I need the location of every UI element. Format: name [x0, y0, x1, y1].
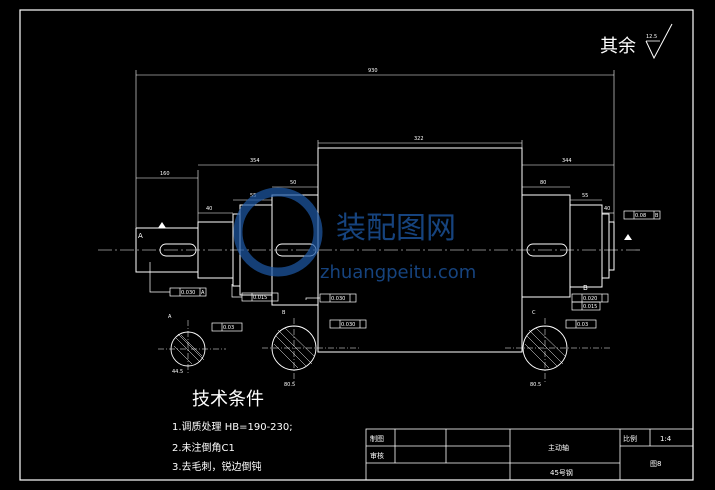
tolerance-values: 0.030 0.015 0.030 0.020 0.015 0.08 0.03 … [181, 213, 659, 331]
section-a-label: A [168, 314, 172, 320]
datum-markers: A B [138, 222, 632, 292]
section-a-dim: 44.5 [172, 369, 183, 375]
datum-b-label: B [583, 284, 588, 292]
tech-title: 技术条件 [192, 389, 264, 410]
datum-ref-2: B [655, 213, 659, 219]
dim-right-small-b: 55 [582, 193, 588, 199]
dimension-texts: 930 160 354 322 344 40 55 50 80 55 40 [160, 68, 610, 212]
material: 45号钢 [550, 468, 573, 477]
datum-ref-1: A [201, 290, 205, 296]
section-c-label: C [532, 310, 536, 316]
section-c-dim: 80.5 [530, 382, 541, 388]
section-a: A 44.5 [158, 314, 226, 375]
tol-4: 0.020 [583, 296, 597, 302]
dim-right-small-a: 80 [540, 180, 546, 186]
watermark-cn: 装配图网 [336, 211, 456, 246]
dim-left-small-a: 40 [206, 206, 212, 212]
shaft-body [135, 147, 615, 353]
part-name: 主动轴 [548, 443, 569, 452]
section-b-dim: 80.5 [284, 382, 295, 388]
scale-label: 比例 [623, 434, 637, 443]
watermark: 装配图网 zhuangpeitu.com [233, 187, 476, 283]
drawing-frame [19, 9, 694, 481]
keyway-left [159, 243, 197, 257]
dimension-lines [135, 70, 615, 228]
tol-5: 0.015 [583, 304, 597, 310]
section-b: B 80.5 [262, 310, 360, 388]
dim-right-small-c: 40 [604, 206, 610, 212]
tol-7: 0.03 [223, 325, 234, 331]
dim-left-small-c: 50 [290, 180, 296, 186]
tol-1: 0.030 [181, 290, 195, 296]
finish-roughness-value: 12.5 [646, 34, 657, 40]
tol-9: 0.03 [577, 322, 588, 328]
watermark-en: zhuangpeitu.com [320, 262, 476, 283]
dim-left-mid: 354 [250, 158, 260, 164]
tech-requirements: 技术条件 1.调质处理 HB=190-230; 2.未注倒角C1 3.去毛刺，锐… [172, 389, 293, 473]
tech-item-3: 3.去毛刺，锐边倒钝 [172, 460, 262, 473]
title-block-text: 制图 审核 主动轴 45号钢 比例 1:4 图8 [370, 434, 672, 477]
scale-value: 1:4 [660, 435, 672, 443]
dim-center: 322 [414, 136, 424, 142]
dim-left-step: 160 [160, 171, 170, 177]
keyway-right [526, 243, 568, 257]
dim-overall-length: 930 [368, 68, 378, 74]
surface-finish-symbol: 其余 12.5 [600, 23, 673, 60]
section-c: C 80.5 [505, 310, 610, 388]
section-b-label: B [282, 310, 286, 316]
title-block [365, 428, 694, 481]
datum-a-label: A [138, 232, 143, 240]
tol-3: 0.030 [331, 296, 345, 302]
tech-item-2: 2.未注倒角C1 [172, 441, 235, 454]
tol-2: 0.015 [253, 295, 267, 301]
dim-right-mid: 344 [562, 158, 572, 164]
tol-6: 0.08 [635, 213, 646, 219]
drawing-number: 图8 [650, 460, 661, 468]
tech-item-1: 1.调质处理 HB=190-230; [172, 421, 293, 433]
tolerance-frames [149, 210, 661, 332]
drawn-label: 制图 [370, 434, 384, 443]
finish-label: 其余 [600, 36, 636, 57]
checked-label: 审核 [370, 451, 384, 460]
tol-8: 0.030 [341, 322, 355, 328]
